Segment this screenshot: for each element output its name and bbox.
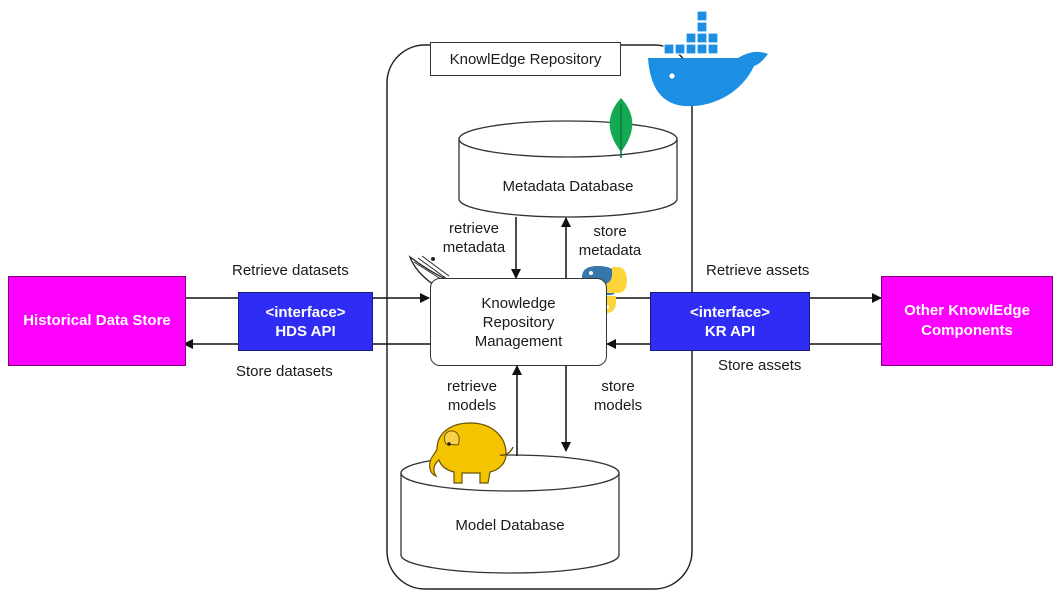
krm-line-3: Management bbox=[474, 332, 563, 350]
kr-api-box: <interface> KR API bbox=[650, 292, 810, 351]
retrieve-metadata-label-2: metadata bbox=[442, 239, 506, 256]
krm-line-2: Repository bbox=[482, 313, 555, 331]
retrieve-models-label-1: retrieve bbox=[446, 378, 498, 395]
mongodb-icon bbox=[609, 98, 633, 158]
docker-icon bbox=[648, 10, 768, 107]
store-models-label-2: models bbox=[593, 397, 643, 414]
retrieve-assets-label: Retrieve assets bbox=[706, 262, 810, 279]
store-metadata-label-1: store bbox=[593, 223, 627, 240]
store-datasets-label: Store datasets bbox=[236, 363, 333, 380]
retrieve-models-label-2: models bbox=[447, 397, 497, 414]
metadata-database-label: Metadata Database bbox=[502, 178, 634, 195]
retrieve-datasets-label: Retrieve datasets bbox=[232, 262, 349, 279]
other-knowledge-components-box: Other KnowlEdge Components bbox=[881, 276, 1053, 366]
metadata-database-cylinder bbox=[458, 120, 678, 218]
store-metadata-label-2: metadata bbox=[578, 242, 642, 259]
kr-api-stereotype: <interface> bbox=[689, 303, 771, 321]
historical-data-store-box: Historical Data Store bbox=[8, 276, 186, 366]
krm-line-1: Knowledge bbox=[481, 294, 556, 312]
repository-title: KnowlEdge Repository bbox=[430, 42, 621, 76]
other-components-line-1: Other KnowlEdge bbox=[904, 302, 1030, 319]
knowledge-repository-management-box: Knowledge Repository Management bbox=[430, 278, 607, 366]
retrieve-metadata-label-1: retrieve bbox=[448, 220, 500, 237]
store-models-label-1: store bbox=[601, 378, 635, 395]
historical-data-store-label: Historical Data Store bbox=[23, 312, 171, 329]
store-assets-label: Store assets bbox=[718, 357, 802, 374]
kr-api-name: KR API bbox=[704, 322, 756, 340]
hds-api-box: <interface> HDS API bbox=[238, 292, 373, 351]
hadoop-elephant-icon bbox=[429, 422, 514, 484]
repository-title-text: KnowlEdge Repository bbox=[449, 50, 602, 68]
hds-api-name: HDS API bbox=[275, 322, 336, 340]
hds-api-stereotype: <interface> bbox=[265, 303, 346, 321]
model-database-label: Model Database bbox=[455, 517, 565, 534]
other-components-line-2: Components bbox=[921, 322, 1013, 339]
